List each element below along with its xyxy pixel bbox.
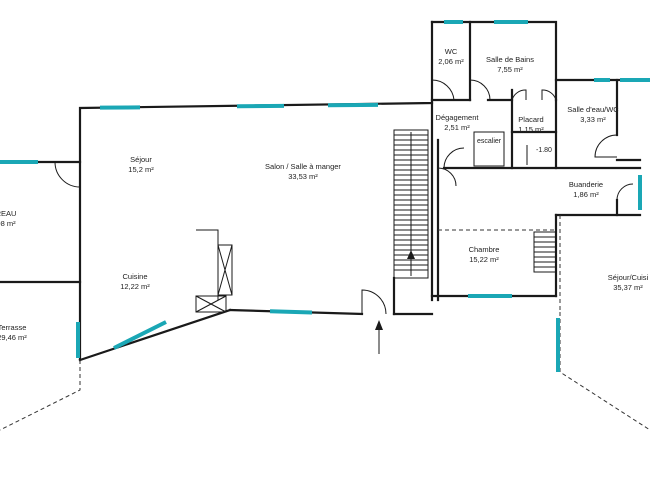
doors (54, 79, 634, 315)
walls (0, 20, 650, 431)
window-salon-bottom (269, 309, 313, 315)
chambre-stairs (533, 231, 557, 273)
window-cuisine (113, 320, 167, 350)
windows (0, 20, 650, 372)
